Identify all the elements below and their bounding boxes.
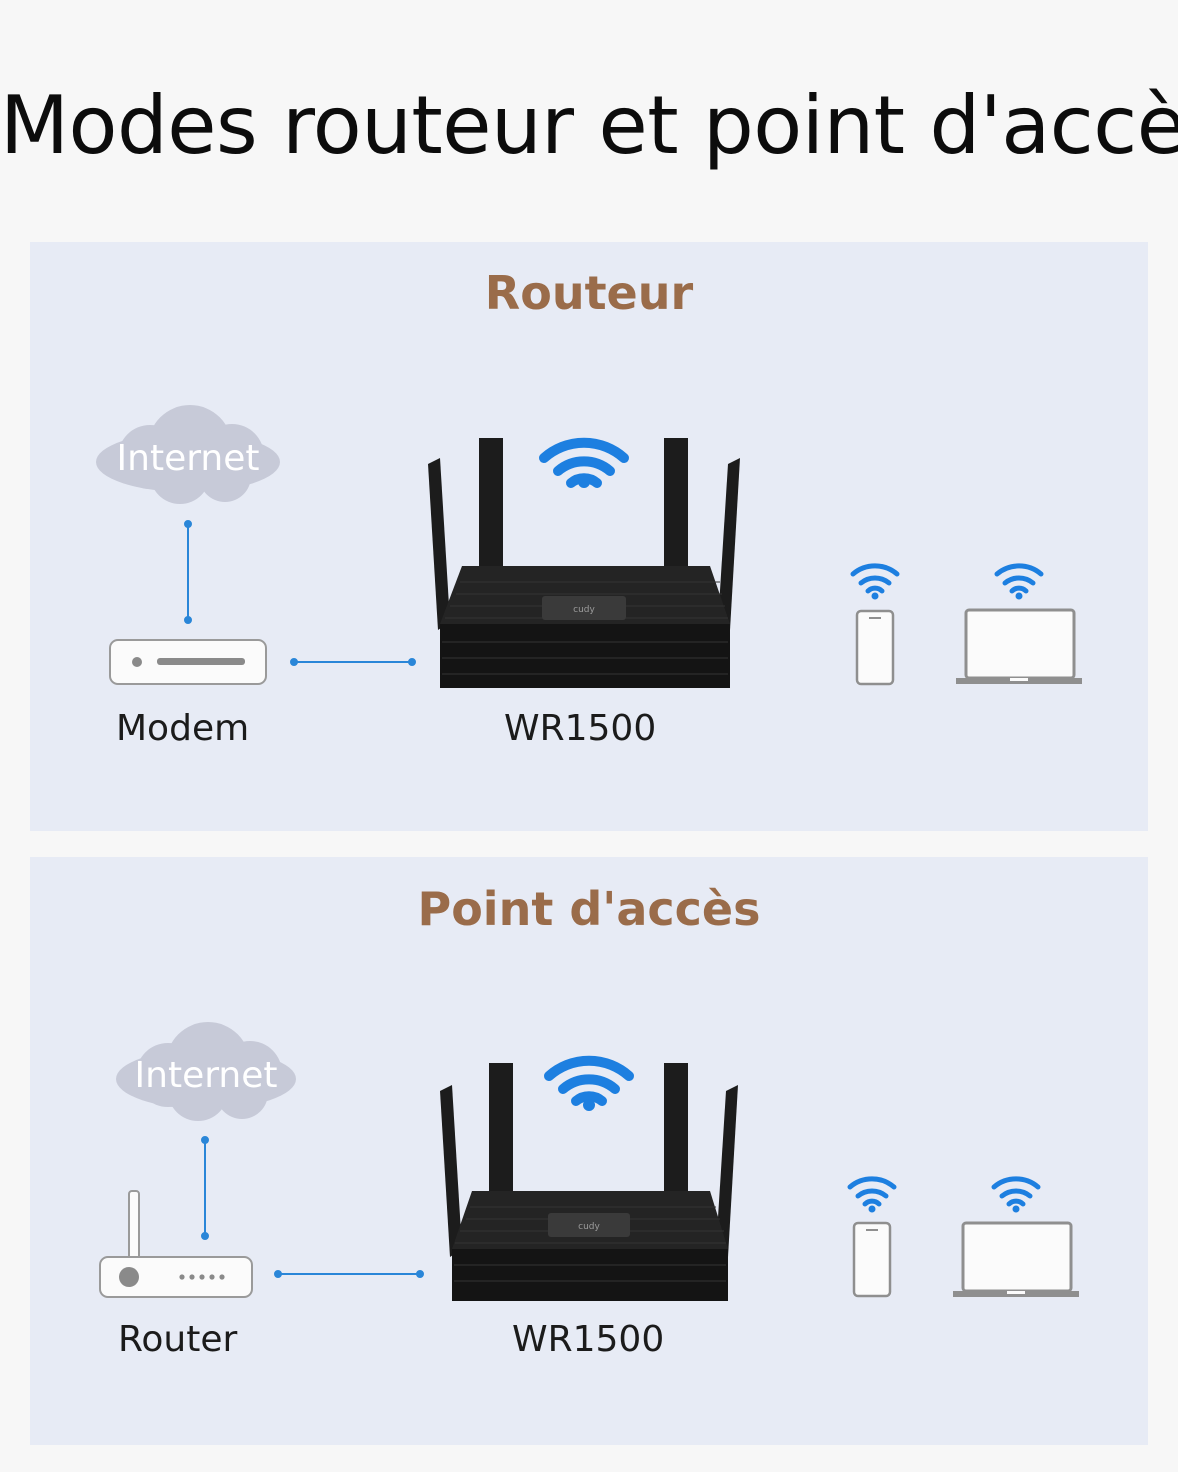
laptop-icon <box>956 608 1082 684</box>
router-logo: cudy <box>578 1222 600 1232</box>
wifi-icon <box>539 437 629 488</box>
router-mode-diagram: cudy <box>96 405 1082 688</box>
router-model-label: WR1500 <box>504 708 657 749</box>
internet-cloud-label: Internet <box>116 438 260 479</box>
internet-modem-link <box>184 520 192 624</box>
wifi-icon <box>994 563 1044 600</box>
wifi-icon <box>847 1176 897 1213</box>
router-mode-panel: Routeur <box>30 242 1148 831</box>
router-model-label: WR1500 <box>512 1319 665 1360</box>
modem-label: Modem <box>116 708 250 749</box>
internet-router-link <box>201 1136 209 1240</box>
router-with-antenna-icon <box>99 1190 253 1298</box>
router-mode-title: Routeur <box>484 266 694 320</box>
router-icon: cudy <box>440 1063 738 1301</box>
upstream-router-label: Router <box>118 1319 238 1360</box>
cloud-icon <box>116 1022 296 1121</box>
router-icon: cudy <box>428 438 740 688</box>
wifi-icon <box>544 1055 634 1111</box>
access-point-mode-diagram: cudy <box>99 1022 1079 1301</box>
internet-cloud-label: Internet <box>134 1055 278 1096</box>
cloud-icon <box>96 405 280 504</box>
wifi-icon <box>991 1176 1041 1213</box>
wifi-icon <box>850 563 900 600</box>
laptop-icon <box>953 1221 1079 1297</box>
router-ap-link <box>274 1270 424 1278</box>
smartphone-icon <box>855 609 895 686</box>
access-point-mode-panel: Point d'accès <box>30 857 1148 1445</box>
router-logo: cudy <box>573 605 595 615</box>
access-point-mode-title: Point d'accès <box>417 882 761 936</box>
smartphone-icon <box>852 1221 892 1298</box>
modem-router-link <box>290 658 416 666</box>
page-title: Modes routeur et point d'accès <box>0 79 1178 172</box>
modem-icon <box>109 639 267 685</box>
